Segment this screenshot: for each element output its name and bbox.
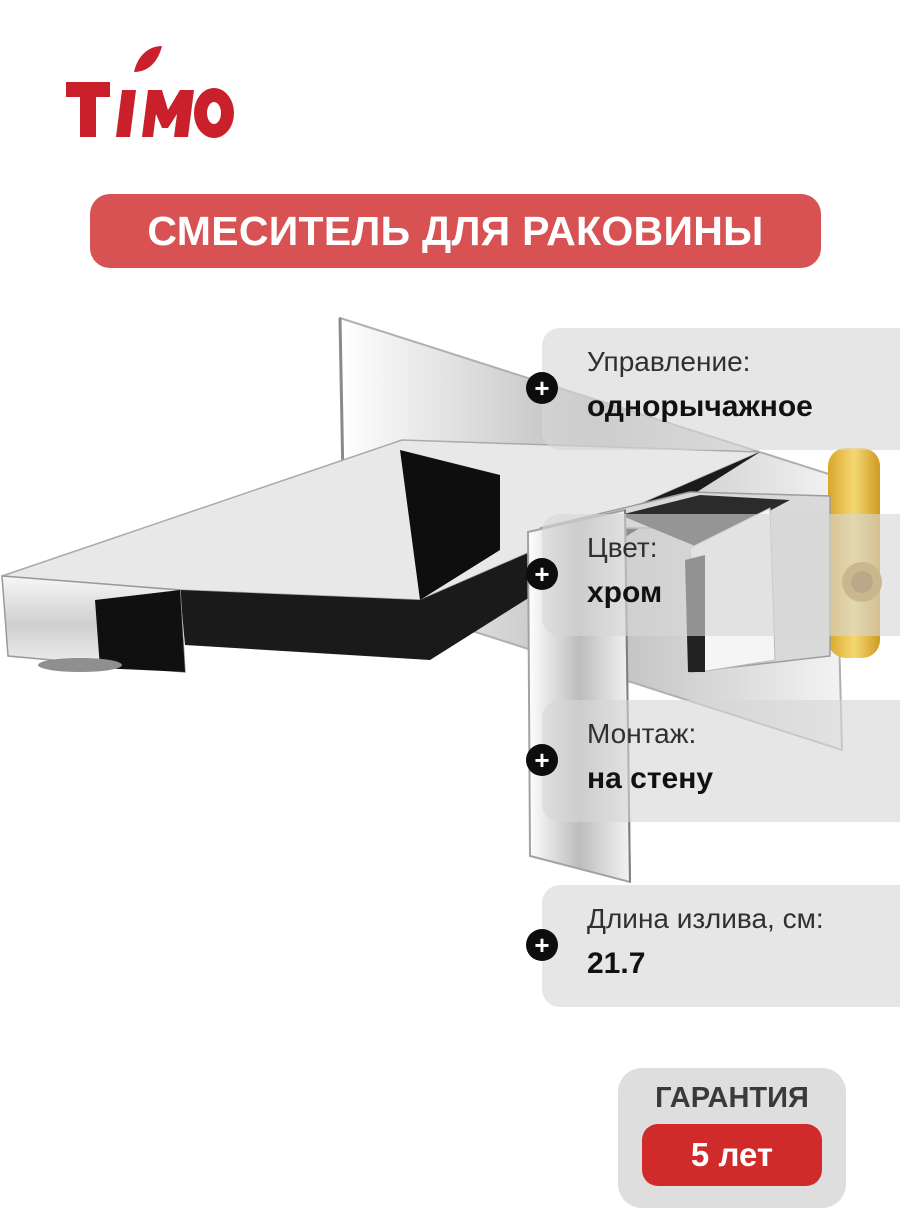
warranty-value: 5 лет bbox=[690, 1136, 774, 1173]
warranty-block: ГАРАНТИЯ 5 лет bbox=[618, 1068, 846, 1208]
spec-color-value: хром bbox=[587, 576, 663, 609]
brand-logo bbox=[64, 42, 236, 140]
spec-control-value: однорычажное bbox=[587, 390, 813, 423]
spec-control: + Управление: однорычажное bbox=[526, 328, 900, 450]
spec-color: + Цвет: хром bbox=[526, 514, 900, 636]
title-banner: СМЕСИТЕЛЬ ДЛЯ РАКОВИНЫ bbox=[90, 194, 821, 268]
plus-icon[interactable]: + bbox=[526, 744, 558, 776]
brand-logo-graphic bbox=[66, 46, 234, 138]
spec-spout-length: + Длина излива, см: 21.7 bbox=[526, 885, 900, 1007]
spec-color-label: Цвет: bbox=[587, 532, 658, 563]
spec-spout-length-value: 21.7 bbox=[587, 947, 646, 980]
spec-control-label: Управление: bbox=[587, 346, 751, 377]
spec-mount-label: Монтаж: bbox=[587, 718, 697, 749]
spec-mount-value: на стену bbox=[587, 762, 714, 795]
plus-icon[interactable]: + bbox=[526, 929, 558, 961]
spec-mount: + Монтаж: на стену bbox=[526, 700, 900, 822]
warranty-label: ГАРАНТИЯ bbox=[655, 1082, 809, 1114]
spec-spout-length-label: Длина излива, см: bbox=[587, 903, 824, 934]
plus-icon[interactable]: + bbox=[526, 558, 558, 590]
warranty-badge: 5 лет bbox=[642, 1124, 822, 1186]
page-title: СМЕСИТЕЛЬ ДЛЯ РАКОВИНЫ bbox=[147, 207, 764, 254]
plus-icon[interactable]: + bbox=[526, 372, 558, 404]
